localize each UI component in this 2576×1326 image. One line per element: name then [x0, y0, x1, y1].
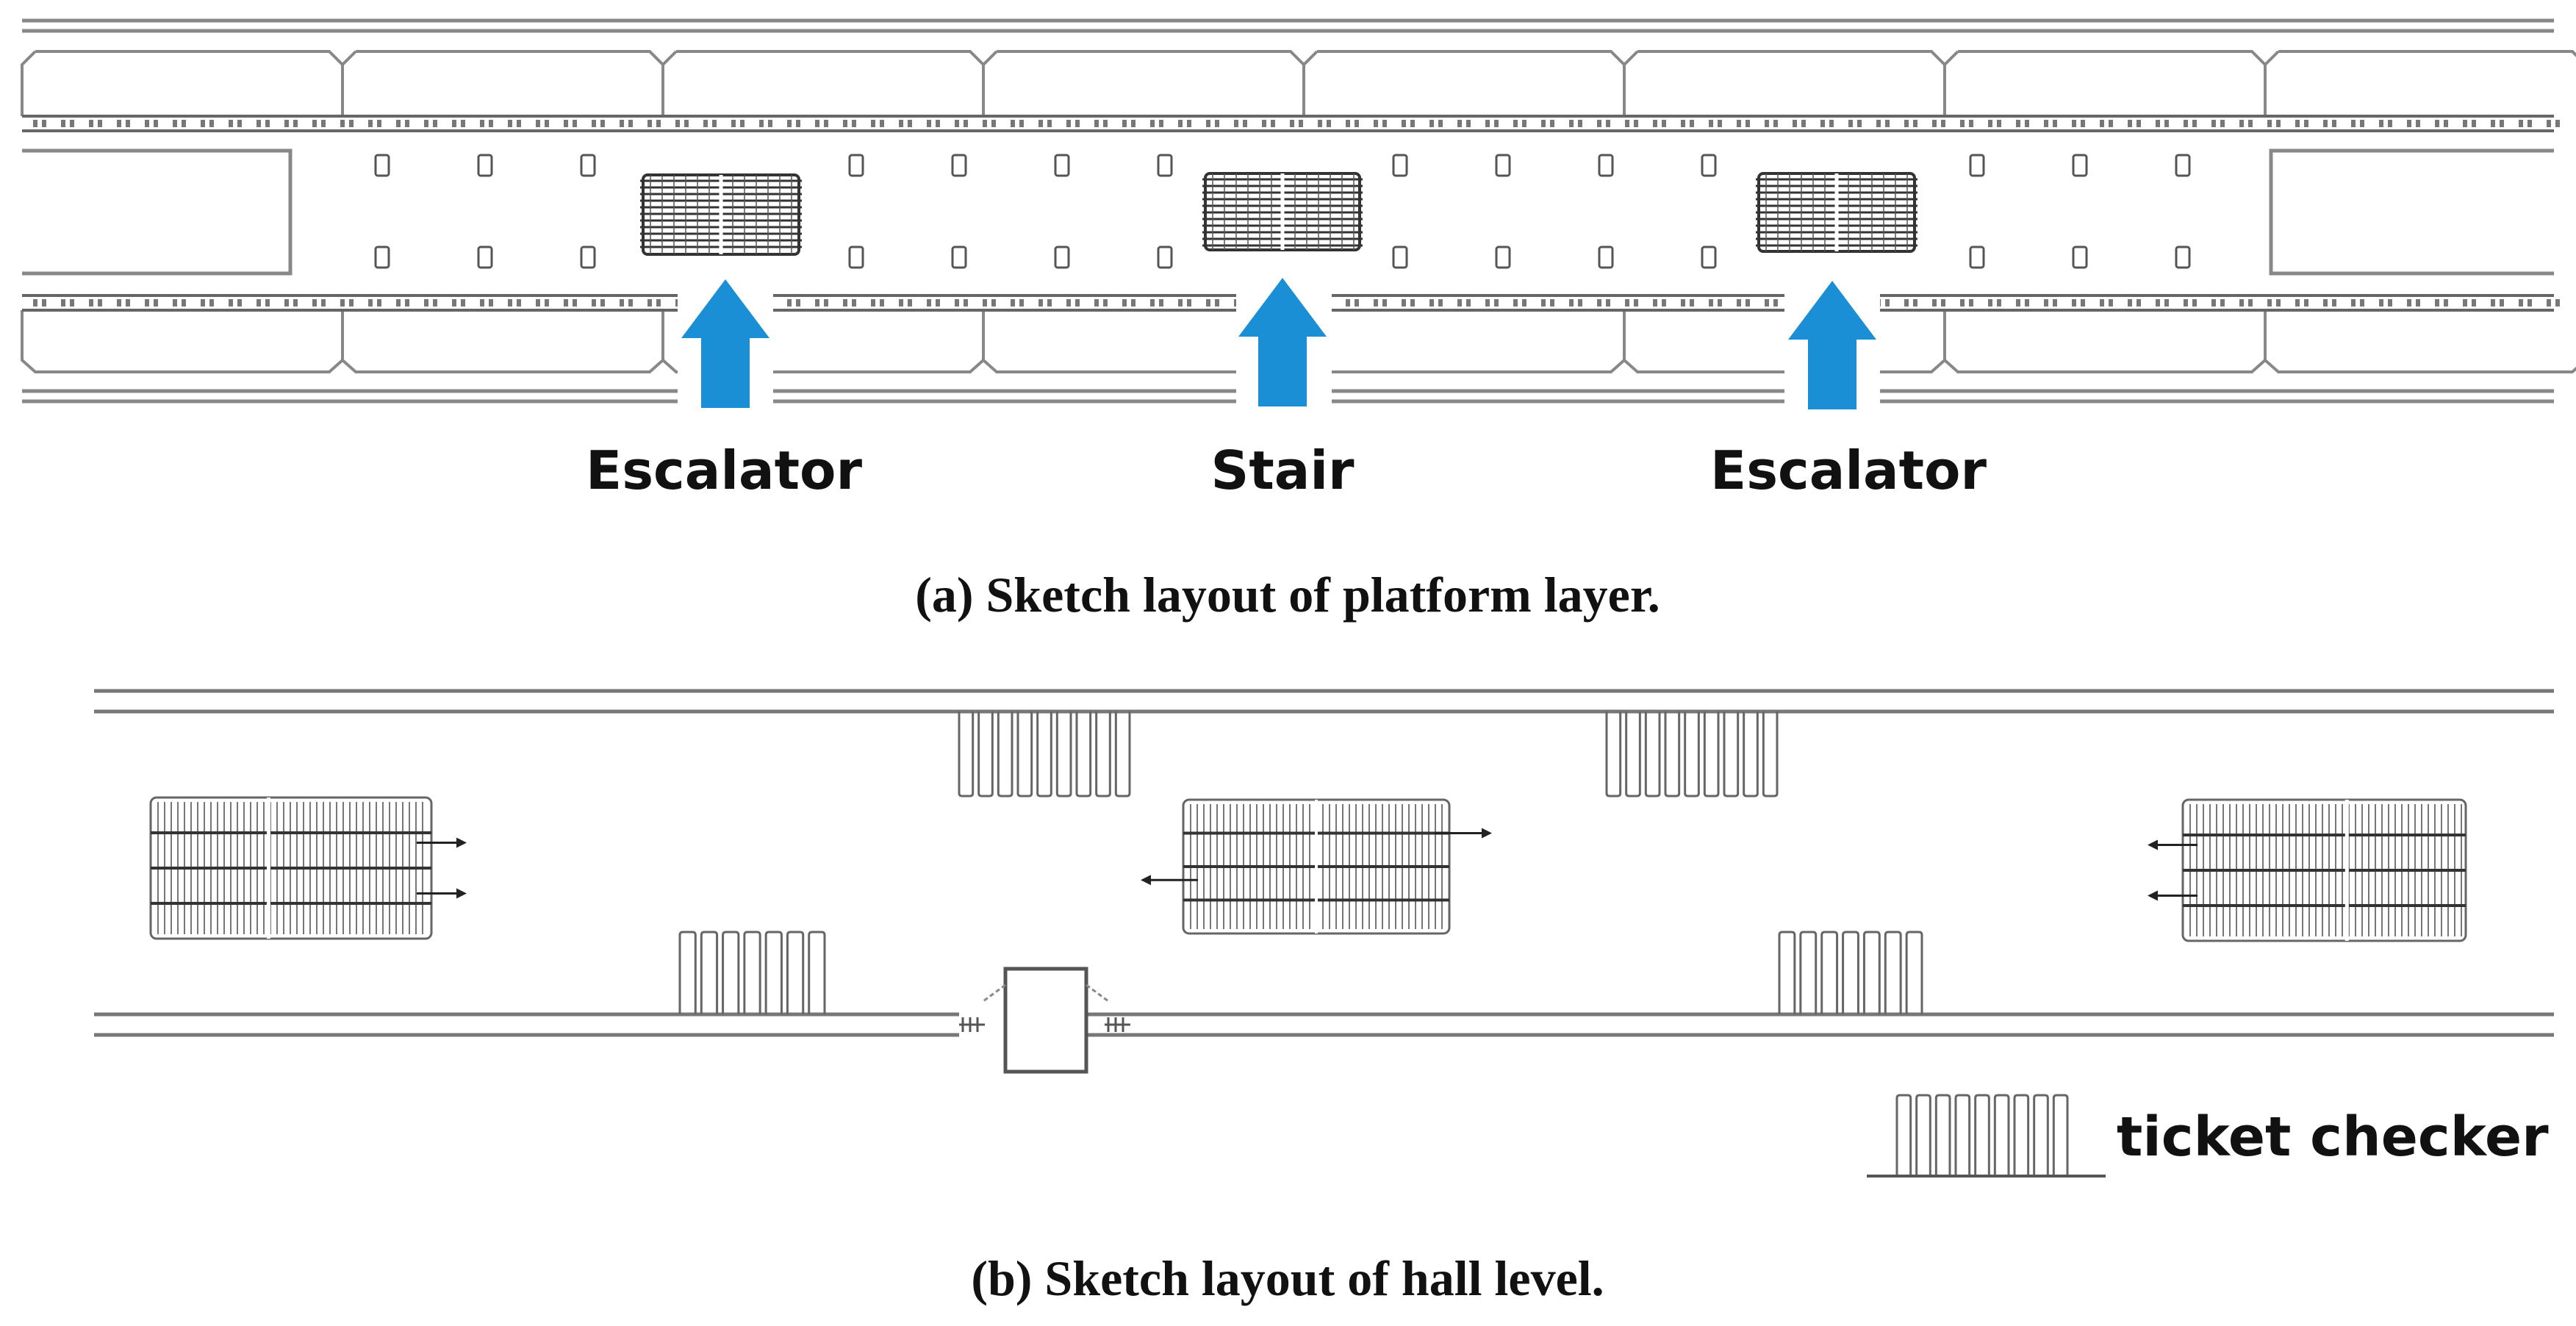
train-car-top	[21, 50, 344, 116]
escalator-left-label: Escalator	[586, 440, 862, 501]
platform-column	[1969, 154, 1985, 177]
ticket-checker-top-right	[1605, 712, 1779, 798]
escalator-left-arrow-icon	[681, 279, 769, 408]
platform-column	[374, 154, 390, 177]
stair-label: Stair	[1210, 440, 1355, 501]
hall-escalator-left	[149, 796, 467, 940]
platform-columns	[374, 154, 2191, 269]
train-car-top	[1623, 50, 1946, 116]
train-car-bottom	[1302, 310, 1626, 373]
platform-column	[2072, 246, 2088, 269]
train-car-bottom	[341, 310, 664, 373]
platform-column	[1701, 154, 1717, 177]
platform-column	[477, 154, 493, 177]
platform-column	[1701, 246, 1717, 269]
platform-column	[2072, 154, 2088, 177]
platform-column	[1054, 154, 1070, 177]
platform-column	[2175, 154, 2191, 177]
legend-label: ticket checker	[2117, 1105, 2549, 1169]
platform-column	[1392, 154, 1408, 177]
gate-left	[959, 1017, 985, 1032]
platform-caption: (a) Sketch layout of platform layer.	[915, 567, 1660, 623]
platform-column	[1598, 154, 1614, 177]
platform-column	[848, 246, 864, 269]
platform-column	[1392, 246, 1408, 269]
train-car-bottom	[1943, 310, 2267, 373]
train-car-top	[661, 50, 985, 116]
platform-column	[848, 154, 864, 177]
escalator-right-label: Escalator	[1710, 440, 1987, 501]
platform-column	[477, 246, 493, 269]
bottom-train-cars	[21, 310, 2576, 373]
service-booth	[1003, 967, 1088, 1074]
train-car-top	[982, 50, 1305, 116]
ticket-checker-legend: ticket checker	[1867, 1094, 2549, 1178]
platform-column	[1598, 246, 1614, 269]
platform-column	[1157, 154, 1173, 177]
ticket-checker-top-left	[958, 712, 1131, 798]
platform-column	[374, 246, 390, 269]
hall-caption: (b) Sketch layout of hall level.	[971, 1250, 1604, 1306]
platform-column	[2175, 246, 2191, 269]
platform-left-end	[22, 148, 293, 276]
platform-column	[951, 246, 967, 269]
train-car-bottom	[21, 310, 344, 373]
train-car-bottom	[2264, 310, 2576, 373]
top-train-cars	[21, 50, 2576, 116]
legend-ticket-checker-icon	[1895, 1094, 2069, 1176]
train-car-top	[1302, 50, 1626, 116]
platform-column	[1495, 154, 1511, 177]
platform-column	[580, 246, 596, 269]
escalator-block-right	[1756, 172, 1917, 253]
platform-column	[1054, 246, 1070, 269]
platform-column	[951, 154, 967, 177]
escalator-right-arrow-icon	[1788, 281, 1876, 409]
train-car-top	[2264, 50, 2576, 116]
platform-column	[1495, 246, 1511, 269]
train-car-top	[341, 50, 664, 116]
hall-level: ticket checker (b) Sketch layout of hall…	[94, 689, 2554, 1306]
platform-right-end	[2269, 148, 2554, 276]
escalator-block-left	[640, 173, 802, 256]
ticket-checker-bottom-left	[678, 931, 826, 1014]
gate-right	[1105, 1017, 1130, 1032]
platform-column	[580, 154, 596, 177]
train-car-top	[1943, 50, 2267, 116]
hall-escalator-right	[2148, 798, 2467, 942]
stair-block	[1202, 172, 1363, 251]
ticket-checker-bottom-right	[1778, 931, 1923, 1014]
stair-arrow-icon	[1238, 278, 1327, 406]
platform-column	[1157, 246, 1173, 269]
platform-layer: Escalator Stair Escalator (a) Sketch lay…	[21, 18, 2576, 623]
platform-column	[1969, 246, 1985, 269]
hall-stair-center	[1141, 798, 1492, 935]
